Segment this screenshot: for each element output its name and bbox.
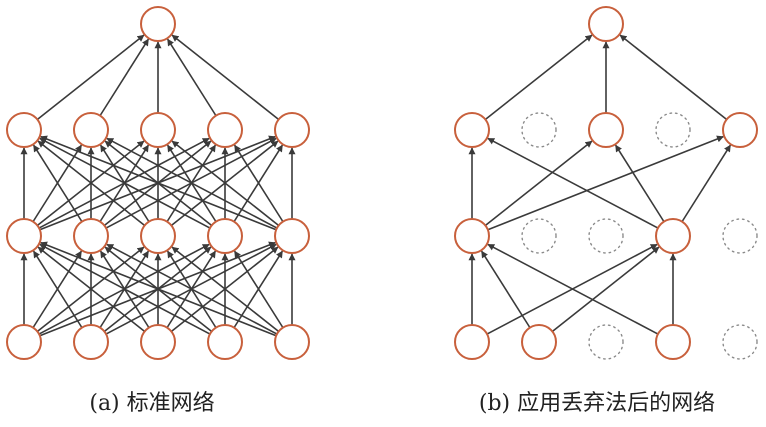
connection-arrow <box>171 140 280 227</box>
connection-arrow <box>32 250 83 329</box>
connection-arrow <box>171 34 280 121</box>
neuron-hidden-2 <box>6 112 42 148</box>
connection-arrow <box>40 135 277 231</box>
dropped-neuron-hidden-2 <box>521 112 557 148</box>
neuron-input <box>207 324 243 360</box>
connection-arrow <box>32 144 83 223</box>
nodes <box>454 6 758 360</box>
neuron-hidden-2 <box>73 112 109 148</box>
connection-arrow <box>37 246 146 333</box>
connection-arrow <box>36 34 145 121</box>
neuron-hidden-2 <box>140 112 176 148</box>
standard-network-caption: (a) 标准网络 <box>89 391 215 416</box>
connection-arrow <box>106 137 278 229</box>
neuron-hidden-2 <box>722 112 758 148</box>
neuron-hidden-1 <box>454 218 490 254</box>
connection-arrow <box>233 250 284 329</box>
neuron-input <box>655 324 691 360</box>
connection-arrow <box>37 140 146 227</box>
dropped-neuron-input <box>588 324 624 360</box>
neuron-input <box>274 324 310 360</box>
connection-arrow <box>619 34 728 121</box>
connection-arrow <box>681 144 732 223</box>
connection-arrow <box>487 137 659 229</box>
neuron-hidden-2 <box>588 112 624 148</box>
connection-arrow <box>551 246 660 333</box>
connection-arrow <box>40 241 277 337</box>
edges <box>468 34 732 335</box>
connection-arrow <box>614 144 665 223</box>
connection-arrow <box>171 246 280 333</box>
neuron-output <box>588 6 624 42</box>
neuron-hidden-1 <box>6 218 42 254</box>
connection-arrow <box>484 34 593 121</box>
dropout-network-caption: (b) 应用丢弃法后的网络 <box>478 391 716 416</box>
connection-arrow <box>106 243 278 335</box>
connection-arrow <box>233 144 284 223</box>
connection-arrow <box>99 38 150 117</box>
neuron-hidden-2 <box>274 112 310 148</box>
neuron-input <box>454 324 490 360</box>
neuron-input <box>521 324 557 360</box>
neuron-hidden-1 <box>140 218 176 254</box>
neuron-hidden-1 <box>655 218 691 254</box>
neuron-input <box>140 324 176 360</box>
connection-arrow <box>39 137 211 229</box>
connection-arrow <box>480 250 531 329</box>
edges <box>20 34 296 337</box>
connection-arrow <box>484 140 593 227</box>
dropout-network-panel <box>454 6 758 360</box>
dropped-neuron-input <box>722 324 758 360</box>
neuron-input <box>6 324 42 360</box>
dropped-neuron-hidden-1 <box>588 218 624 254</box>
neuron-output <box>140 6 176 42</box>
connection-arrow <box>39 243 211 335</box>
neuron-input <box>73 324 109 360</box>
neuron-hidden-2 <box>454 112 490 148</box>
connection-arrow <box>487 135 724 231</box>
dropped-neuron-hidden-1 <box>722 218 758 254</box>
connection-arrow <box>487 243 659 335</box>
neuron-hidden-2 <box>207 112 243 148</box>
neuron-hidden-1 <box>274 218 310 254</box>
nodes <box>6 6 310 360</box>
neuron-hidden-1 <box>73 218 109 254</box>
dropped-neuron-hidden-2 <box>655 112 691 148</box>
standard-network-panel <box>6 6 310 360</box>
neuron-hidden-1 <box>207 218 243 254</box>
connection-arrow <box>166 38 217 117</box>
dropped-neuron-hidden-1 <box>521 218 557 254</box>
